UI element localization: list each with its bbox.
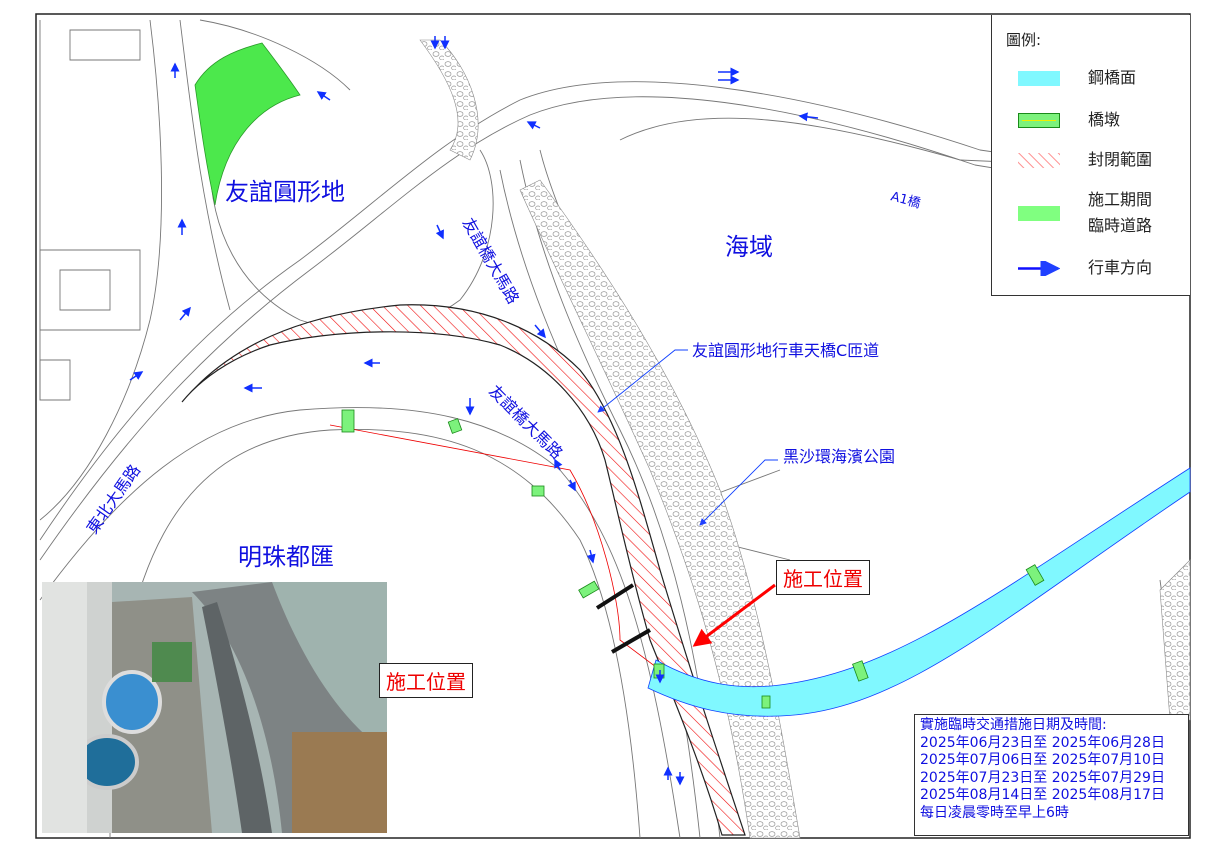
steel-bridge-deck bbox=[647, 467, 1191, 717]
schedule-period: 2025年07月23日至 2025年07月29日 bbox=[920, 769, 1165, 786]
rock-embankment bbox=[519, 179, 801, 839]
steel-deck-swatch bbox=[1018, 70, 1060, 86]
legend-item-temp-road: 施工期間臨時道路 bbox=[1018, 187, 1168, 239]
legend-item-steel-deck: 鋼橋面 bbox=[1018, 65, 1136, 91]
label-one-oasis: 明珠都匯 bbox=[238, 543, 334, 571]
rock-embankment bbox=[1159, 559, 1191, 721]
schedule-period: 2025年08月14日至 2025年08月17日 bbox=[920, 787, 1165, 803]
legend-item-pier: 橋墩 bbox=[1018, 107, 1120, 133]
label-leader-lines bbox=[597, 349, 778, 526]
legend-item-traffic-direction: 行車方向 bbox=[1018, 255, 1152, 281]
schedule-box: 實施臨時交通措施日期及時間: 2025年06月23日至 2025年06月28日 … bbox=[914, 714, 1189, 836]
rock-embankment bbox=[419, 39, 479, 161]
legend-item-closed-area: 封閉範圍 bbox=[1018, 147, 1152, 173]
closed-area bbox=[181, 304, 746, 836]
schedule-period: 2025年07月06日至 2025年07月10日 bbox=[920, 752, 1165, 768]
legend-label: 行車方向 bbox=[1088, 258, 1153, 277]
legend-label: 施工期間臨時道路 bbox=[1088, 190, 1153, 235]
label-friendship-roundabout: 友誼圓形地 bbox=[225, 178, 345, 206]
schedule-hours: 每日凌晨零時至早上6時 bbox=[920, 804, 1069, 821]
site-location-callout: 施工位置 bbox=[776, 560, 870, 595]
legend: 圖例: 鋼橋面 橋墩 封閉範圍 施工期間臨時道路 行車方向 bbox=[991, 15, 1190, 296]
site-photo-callout: 施工位置 bbox=[379, 663, 473, 698]
closed-area-swatch bbox=[1018, 152, 1060, 168]
legend-label: 橋墩 bbox=[1088, 110, 1121, 129]
arrow-right-icon bbox=[1018, 260, 1060, 276]
legend-label: 封閉範圍 bbox=[1088, 150, 1153, 169]
temporary-road-area bbox=[194, 42, 301, 206]
pier-swatch bbox=[1018, 112, 1060, 128]
legend-title: 圖例: bbox=[1006, 31, 1042, 49]
bridge-piers bbox=[341, 409, 1045, 709]
traffic-direction-arrows bbox=[129, 36, 819, 786]
label-ramp-c: 友誼圓形地行車天橋C匝道 bbox=[692, 341, 879, 360]
schedule-title: 實施臨時交通措施日期及時間: bbox=[920, 717, 1107, 733]
label-sea-area: 海域 bbox=[725, 233, 773, 261]
temp-road-swatch bbox=[1018, 205, 1060, 221]
schedule-period: 2025年06月23日至 2025年06月28日 bbox=[920, 734, 1165, 751]
label-park: 黑沙環海濱公園 bbox=[783, 447, 895, 466]
temporary-supports bbox=[595, 583, 652, 654]
legend-label: 鋼橋面 bbox=[1088, 68, 1137, 87]
site-photo bbox=[42, 582, 387, 833]
closure-outline bbox=[329, 424, 701, 701]
